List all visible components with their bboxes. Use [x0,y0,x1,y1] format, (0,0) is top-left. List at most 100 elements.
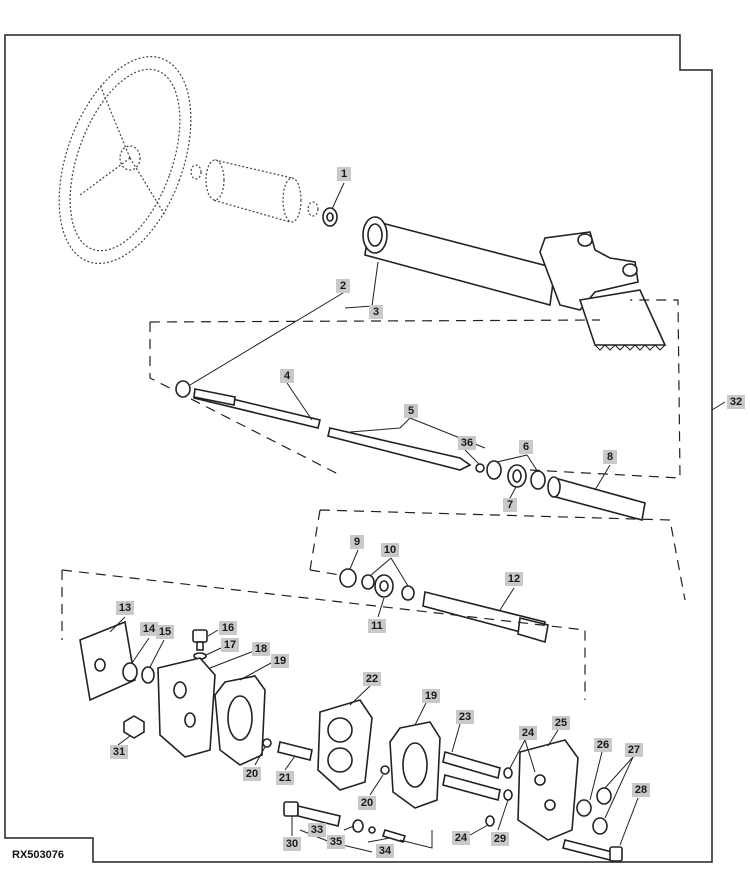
callout-36: 36 [458,436,476,450]
svg-text:16: 16 [222,622,234,634]
part-34-pin [368,826,407,843]
group-box-middle-shaft [309,509,686,601]
svg-text:13: 13 [119,602,131,614]
part-18-pump-body [157,657,216,758]
part-6-washer [486,460,502,480]
svg-text:20: 20 [246,768,258,780]
callout-24-upper: 24 [519,726,537,740]
part-33-spring-seat [352,819,364,833]
part-5-lower-shaft [327,427,472,471]
callout-2: 2 [336,279,350,293]
svg-text:20: 20 [361,797,373,809]
part-14-seal [122,662,138,682]
svg-text:21: 21 [279,772,291,784]
callout-1: 1 [337,167,351,181]
callout-23: 23 [456,710,474,724]
svg-text:8: 8 [607,451,613,463]
part-19-gasket-left [214,675,266,766]
svg-text:1: 1 [341,168,347,180]
svg-text:27: 27 [628,744,640,756]
svg-text:36: 36 [461,437,473,449]
part-36-ball [475,463,485,473]
svg-text:25: 25 [555,717,567,729]
callout-25: 25 [552,716,570,730]
callout-20-left: 20 [243,767,261,781]
svg-text:23: 23 [459,711,471,723]
part-30-relief-plug [283,801,341,827]
svg-text:31: 31 [113,746,125,758]
part-20-pin-right [380,765,390,775]
callout-5: 5 [404,404,418,418]
callout-32: 32 [727,395,745,409]
callout-19-left: 19 [271,654,289,668]
steering-wheel [58,55,319,265]
svg-text:18: 18 [255,643,267,655]
svg-text:15: 15 [159,626,171,638]
svg-text:26: 26 [597,739,609,751]
svg-text:19: 19 [274,655,286,667]
part-23-valve [442,750,501,801]
svg-text:17: 17 [224,639,236,651]
callout-12: 12 [505,572,523,586]
svg-text:4: 4 [284,370,291,382]
callout-21: 21 [276,771,294,785]
svg-text:5: 5 [408,405,414,417]
part-29-o-ring [503,789,513,801]
part-3-steering-column [362,216,667,351]
group-box-pump [61,569,586,700]
part-9-washer [339,568,357,588]
part-8-sleeve [547,476,646,521]
callout-9: 9 [350,535,364,549]
svg-text:9: 9 [354,536,360,548]
part-22-gear-housing [317,699,373,791]
callout-15: 15 [156,625,174,639]
callout-28: 28 [632,783,650,797]
svg-text:6: 6 [523,441,529,453]
part-15-ring [141,666,155,684]
part-4-upper-shaft [193,388,321,429]
svg-text:12: 12 [508,573,520,585]
svg-text:3: 3 [373,306,379,318]
callout-7: 7 [503,498,517,512]
svg-text:24: 24 [522,727,535,739]
part-26-nut [576,799,592,817]
svg-text:29: 29 [494,833,506,845]
part-13-cover-plate [79,620,136,702]
callout-34: 34 [376,844,394,858]
callout-35: 35 [327,835,345,849]
svg-text:28: 28 [635,784,647,796]
part-20-pin-left [262,738,272,748]
callout-11: 11 [368,619,386,633]
svg-text:35: 35 [330,836,342,848]
callout-13: 13 [116,601,134,615]
svg-text:34: 34 [379,845,392,857]
callout-30: 30 [283,837,301,851]
part-2-bushing [175,380,191,398]
callout-4: 4 [280,369,294,383]
part-27-nut-upper [596,787,612,805]
figure-reference-text: RX503076 [12,849,64,861]
part-27-nut-lower [592,817,608,835]
callout-33: 33 [308,823,326,837]
svg-text:2: 2 [340,280,346,292]
figure-reference: RX503076 [12,849,64,861]
diagram-frame [4,34,713,863]
callout-29: 29 [491,832,509,846]
callout-17: 17 [221,638,239,652]
callout-24-lower: 24 [452,831,470,845]
callout-16: 16 [219,621,237,635]
part-31-nut [123,715,145,739]
callout-18: 18 [252,642,270,656]
svg-text:19: 19 [425,690,437,702]
callout-19-right: 19 [422,689,440,703]
callout-6: 6 [519,440,533,454]
part-24-o-ring-upper [503,767,513,779]
callout-26: 26 [594,738,612,752]
svg-text:30: 30 [286,838,298,850]
part-28-bolt [562,839,623,862]
callout-31: 31 [110,745,128,759]
svg-text:24: 24 [455,832,468,844]
svg-text:10: 10 [384,544,396,556]
part-25-end-cover [517,739,579,841]
